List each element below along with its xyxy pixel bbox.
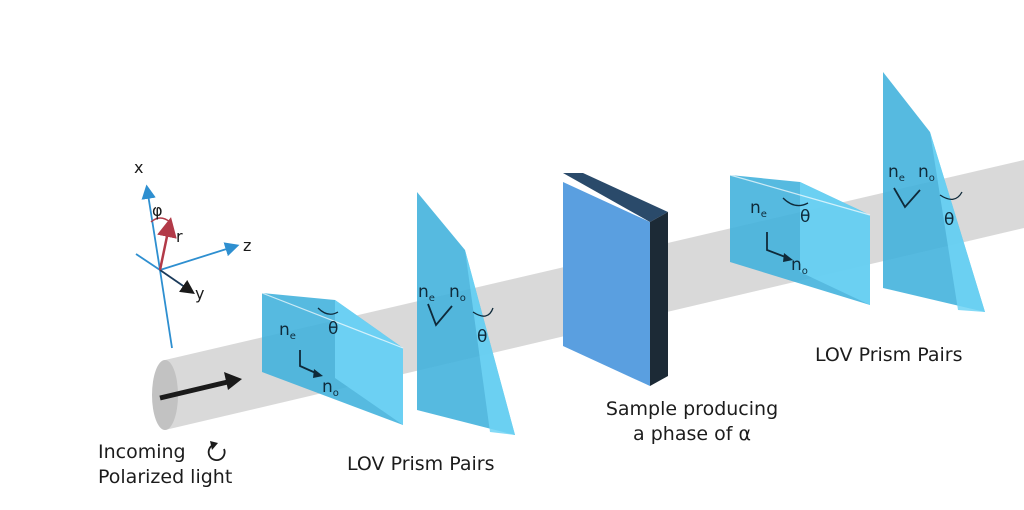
svg-text:no: no — [791, 255, 808, 277]
svg-text:θ: θ — [944, 210, 954, 230]
sample-block — [563, 173, 668, 386]
lov-pair-2-label: LOV Prism Pairs — [815, 344, 963, 366]
x-axis-label: x — [134, 158, 143, 177]
prism-2b: ne no θ — [883, 72, 985, 312]
svg-text:ne: ne — [750, 198, 767, 220]
z-axis-label: z — [243, 236, 251, 255]
svg-text:θ: θ — [477, 327, 487, 347]
prism-1b: ne no θ — [417, 192, 515, 435]
lov-pair-1-label: LOV Prism Pairs — [347, 453, 495, 475]
prism-2a: ne no θ — [729, 174, 871, 305]
svg-text:no: no — [449, 282, 466, 304]
svg-text:ne: ne — [279, 320, 296, 342]
svg-text:no: no — [918, 162, 935, 184]
coordinate-axes: x z y φ r — [134, 158, 251, 349]
svg-text:θ: θ — [328, 319, 338, 339]
prism-1a: ne no θ — [261, 292, 404, 425]
svg-text:ne: ne — [888, 162, 905, 184]
incoming-label: Incoming Polarized light — [98, 441, 233, 488]
svg-text:ne: ne — [418, 282, 435, 304]
r-label: r — [176, 227, 183, 246]
phi-label: φ — [152, 201, 163, 220]
incoming-arrow — [159, 372, 242, 401]
y-axis-label: y — [195, 284, 204, 303]
svg-text:θ: θ — [800, 207, 810, 227]
circular-polarization-icon — [207, 441, 226, 462]
sample-label: Sample producing a phase of α — [605, 398, 779, 445]
svg-text:no: no — [322, 377, 339, 399]
